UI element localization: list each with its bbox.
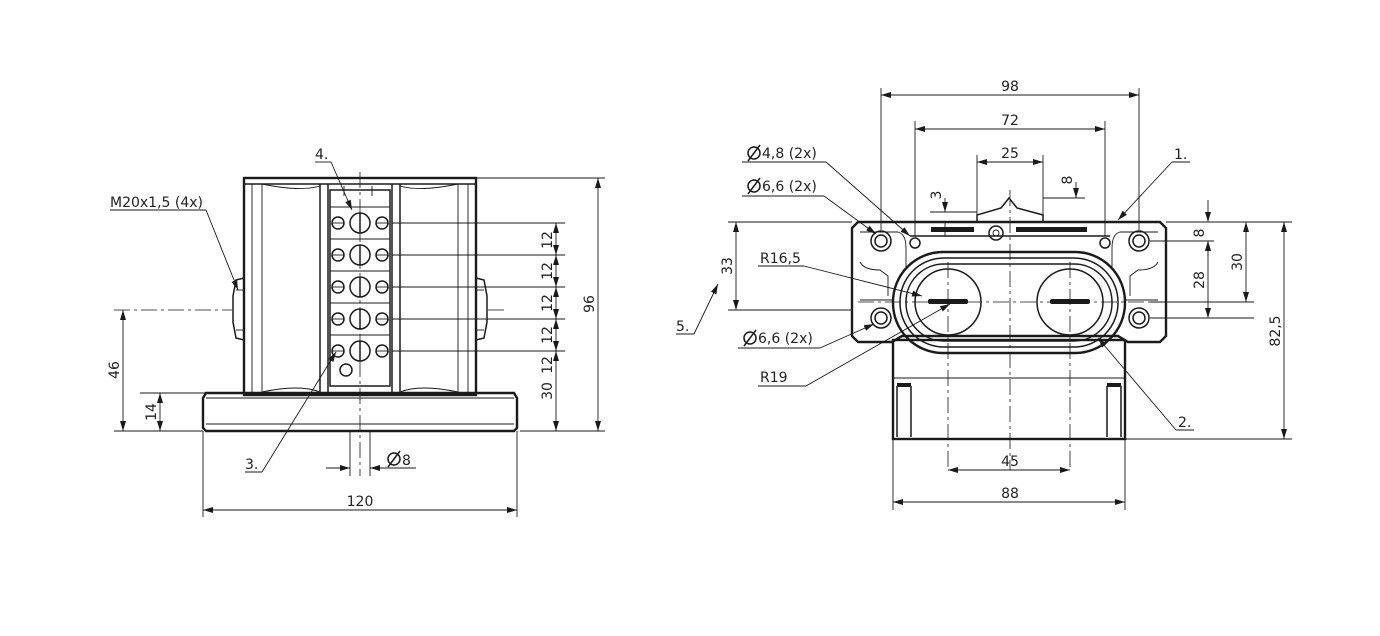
callout-1: 1. [1174,147,1187,163]
right-dims-top: 98 72 25 3 8 [880,79,1140,236]
dia-8: 8 [402,453,411,469]
right-gland [475,277,488,341]
left-dims-bottom: 120 8 [202,431,518,517]
dim-30-right: 30 [1230,253,1246,271]
right-dims-right: 8 28 30 82,5 1. 2. [1097,147,1292,440]
dim-12-d: 12 [540,326,556,344]
dim-12-a: 12 [540,231,556,249]
dim-3-top: 3 [929,191,945,200]
oval-outer [891,250,1127,355]
dim-33: 33 [720,257,736,275]
left-gland [232,277,245,341]
hole-br [1128,307,1150,329]
left-dims-right: 12 12 12 12 12 30 96 [392,177,605,432]
dim-96: 96 [582,295,598,313]
diameter-symbol [387,450,401,468]
dim-825: 82,5 [1268,315,1284,346]
dim-14: 14 [144,403,160,421]
dim-30: 30 [540,382,556,400]
callout-3: 3. [245,457,258,473]
dim-98: 98 [1001,79,1019,95]
left-view: 12 12 12 12 12 30 96 46 14 120 [107,147,605,517]
dia-symbol-66-bottom [743,329,757,347]
callout-2: 2. [1178,415,1191,431]
dim-88: 88 [1001,486,1019,502]
dim-12-c: 12 [540,294,556,312]
right-flange [850,220,1168,344]
hole-66-bottom-label: 6,6 (2x) [758,331,813,347]
right-view: 98 72 25 3 8 33 [676,79,1292,510]
dim-28: 28 [1192,271,1208,289]
dia-symbol-66-top [747,177,761,195]
dia-symbol-48 [747,144,761,162]
dim-8-right: 8 [1192,229,1208,238]
radius-19-label: R19 [760,370,788,386]
callout-4: 4. [315,147,328,163]
hole-48-label: 4,8 (2x) [762,146,817,162]
dim-45: 45 [1001,454,1019,470]
dim-72: 72 [1001,113,1019,129]
dim-8-top: 8 [1060,176,1076,185]
right-lower-body [891,338,1127,441]
dim-12-b: 12 [540,262,556,280]
hole-bl [870,307,892,329]
dim-46: 46 [107,361,123,379]
thread-label: M20x1,5 (4x) [110,195,203,211]
right-dims-bottom: 45 88 [892,439,1126,510]
left-base [201,391,519,433]
terminal-row [330,270,390,298]
right-dims-left: 33 4,8 (2x) 6,6 (2x) R16,5 6,6 (2x [676,144,951,387]
callout-5: 5. [676,319,689,335]
left-dims-left: 46 14 [107,310,206,432]
dim-12-e: 12 [540,356,556,374]
radius-165-label: R16,5 [760,251,801,267]
dim-25: 25 [1001,146,1019,162]
hole-tl [870,230,892,252]
hole-66-top-label: 6,6 (2x) [762,179,817,195]
hole-tr [1128,230,1150,252]
dim-120: 120 [347,494,374,510]
